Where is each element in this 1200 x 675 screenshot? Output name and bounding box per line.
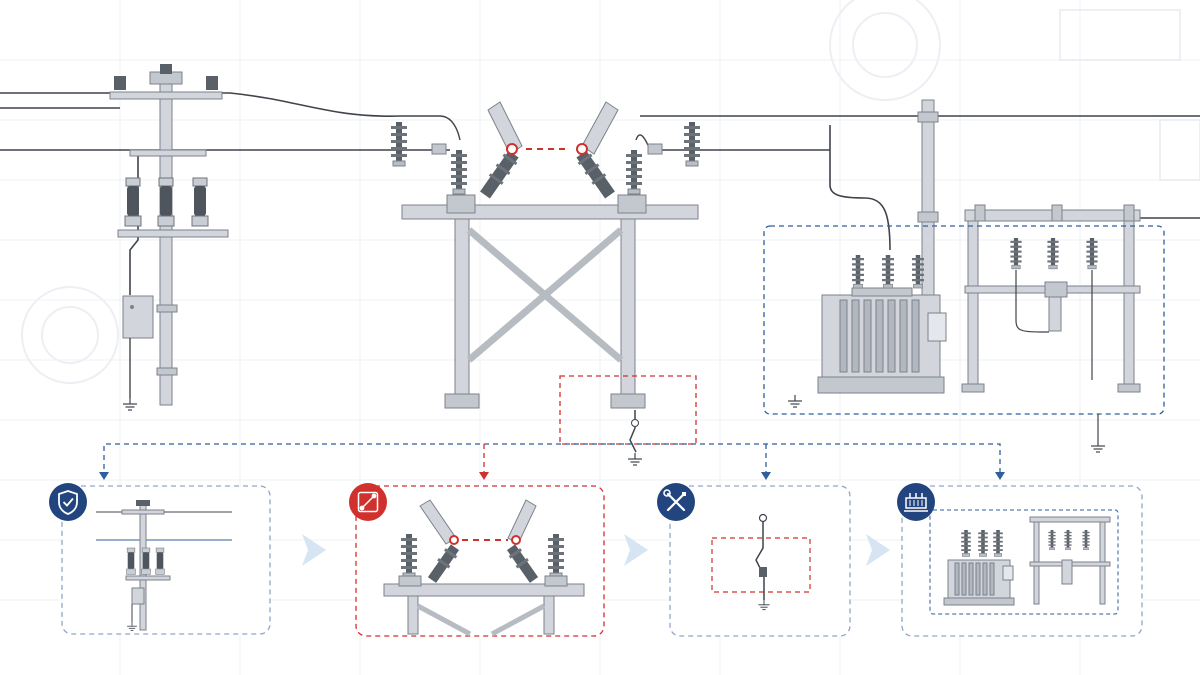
step-panel-switch[interactable] [349, 483, 605, 637]
step-panel-ground[interactable] [657, 483, 851, 637]
distribution-pole [109, 64, 229, 411]
chevron-right-icon [302, 534, 326, 566]
transformer-bay [763, 99, 1165, 453]
panel-connectors [103, 443, 1001, 478]
disconnect-switch [390, 101, 701, 409]
step-panel-transformer[interactable] [897, 483, 1143, 637]
pole-thumbnail [96, 500, 232, 631]
network-nodes-icon [349, 483, 387, 521]
wrench-screwdriver-icon [657, 483, 695, 521]
transformer-thumbnail [929, 509, 1119, 615]
step-panel-pole[interactable] [49, 483, 271, 635]
transformer-icon [897, 483, 935, 521]
background-gear-sketch [21, 0, 1200, 384]
chevron-right-icon [624, 534, 648, 566]
switch-thumbnail [383, 499, 585, 637]
connector-arrowheads [99, 472, 1005, 480]
chevron-right-icon [866, 534, 890, 566]
step-chevrons [302, 534, 890, 566]
ground-thumbnail [711, 513, 811, 611]
shield-check-icon [49, 483, 87, 521]
